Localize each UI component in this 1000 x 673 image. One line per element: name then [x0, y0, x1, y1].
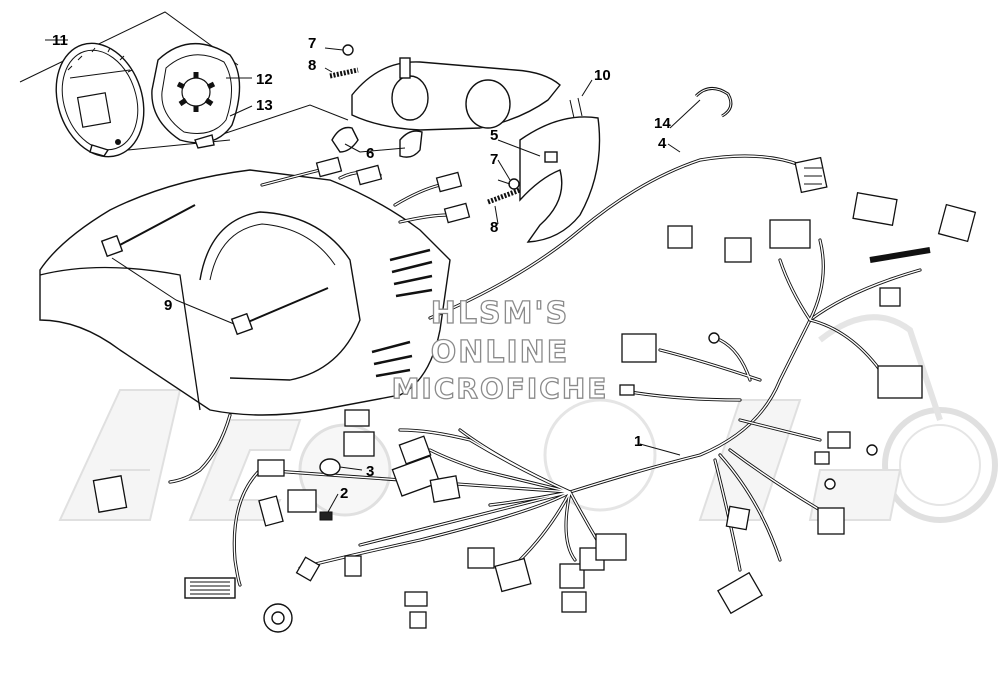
callout-5: 5	[490, 127, 498, 144]
nut-upper	[342, 44, 354, 56]
harness-clip	[694, 87, 733, 118]
watermark-line1: HLSM'S	[431, 296, 569, 331]
callout-11: 11	[52, 32, 68, 49]
callout-1: 1	[634, 433, 642, 450]
callout-7-upper: 7	[308, 35, 316, 52]
callout-12: 12	[256, 71, 273, 88]
watermark-line2: ONLINE	[431, 335, 570, 370]
side-cover	[519, 97, 601, 243]
leader-lines	[111, 47, 701, 513]
callout-9: 9	[164, 297, 172, 314]
callout-14: 14	[654, 115, 671, 132]
gauge-housing	[151, 43, 241, 149]
watermark-text: HLSM'S ONLINE MICROFICHE	[391, 295, 609, 405]
speedometer-gauge	[55, 42, 145, 158]
watermark-line3: MICROFICHE	[392, 372, 609, 405]
harness-connectors	[619, 191, 977, 615]
nut-lower	[508, 178, 520, 190]
callout-8-lower: 8	[490, 219, 498, 236]
extension-harness	[428, 154, 828, 320]
callout-7-lower: 7	[490, 151, 498, 168]
spring-upper	[329, 67, 359, 79]
callout-6: 6	[366, 145, 374, 162]
main-wiring-harness	[168, 238, 922, 587]
bulb-socket-left	[331, 126, 359, 153]
callout-4: 4	[658, 135, 667, 152]
headlight-bracket	[351, 57, 561, 131]
callout-labels: 11 12 13 7 8 10 5 7 6 8 9 14 4 1 3 2	[52, 32, 671, 502]
hood-housing	[39, 169, 451, 416]
callout-2: 2	[340, 485, 348, 502]
spring-lower	[487, 187, 521, 205]
callout-13: 13	[256, 97, 273, 114]
lower-harness-connectors	[92, 409, 627, 633]
callout-3: 3	[366, 463, 374, 480]
bolt-lower	[230, 287, 329, 336]
bulb-socket-right	[399, 130, 423, 158]
callout-10: 10	[594, 67, 611, 84]
bolt-upper	[100, 204, 196, 258]
callout-8-upper: 8	[308, 57, 316, 74]
headlight-pigtail-wires	[260, 156, 471, 224]
